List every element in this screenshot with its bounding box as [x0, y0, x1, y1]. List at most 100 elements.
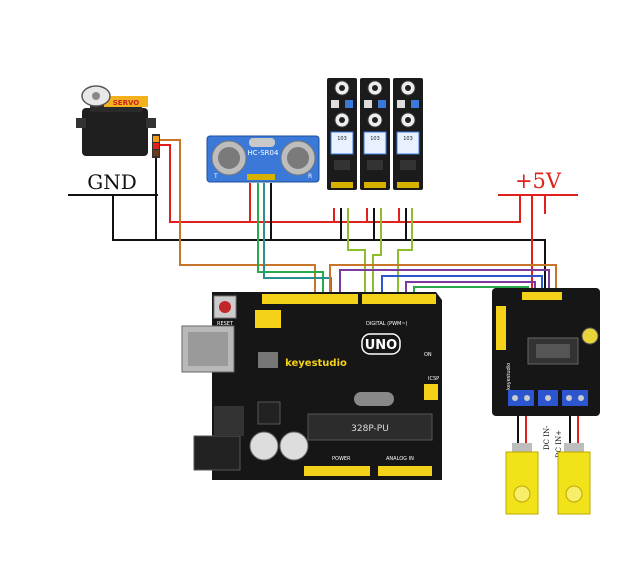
capacitor-2 [279, 431, 309, 461]
motor-right [557, 443, 591, 515]
driver-header-left [496, 306, 506, 350]
driver-wire-4 [405, 281, 536, 292]
vcc-label: +5V [515, 169, 562, 193]
terminal-screw [566, 395, 572, 401]
servo-pin-vcc [153, 143, 159, 149]
motor-terminal [512, 443, 532, 453]
ir-pot [363, 131, 387, 155]
ir-pot-value: 103 [403, 136, 413, 142]
ir-receiver-core [339, 117, 345, 123]
driver-wire-1 [329, 264, 557, 292]
ir-gnd [340, 208, 407, 240]
servo-pin-signal [153, 136, 159, 142]
analog-label: ANALOG IN [386, 456, 414, 462]
ir-chip [400, 160, 416, 170]
terminal-right [562, 390, 588, 406]
servo-body [82, 108, 148, 156]
analog-header [378, 466, 432, 476]
driver-wire-3 [381, 275, 543, 292]
motor-shaft [513, 485, 531, 503]
dc-in-minus-label: DC IN- [543, 425, 551, 450]
us-model: HC-SR04 [248, 149, 279, 157]
brand-label: keyestudio [285, 358, 347, 369]
capacitor-1 [249, 431, 279, 461]
power-label: POWER [332, 456, 351, 462]
ir-vcc [333, 208, 400, 222]
uno-pcb [212, 292, 442, 480]
us-pins [247, 174, 275, 180]
servo-signal-wire [156, 139, 316, 292]
ir-led [331, 100, 339, 108]
ir-emitter-core [372, 85, 378, 91]
wires [112, 139, 579, 445]
ultrasonic-sensor: HC-SR04 T R [206, 135, 320, 183]
ir-emitter-core [339, 85, 345, 91]
motor-driver: keyestudio [492, 288, 600, 416]
dc-in-plus-label: DC IN+ [555, 430, 563, 458]
aux-header [255, 310, 281, 328]
line-sensor-2: 103 [360, 78, 390, 190]
terminal-screw [545, 395, 551, 401]
terminal-screw [512, 395, 518, 401]
ir-header [331, 182, 353, 188]
on-label: ON [424, 352, 432, 358]
us-receiver-mesh [287, 147, 309, 169]
trig-wire [257, 183, 324, 292]
servo: SERVO [76, 85, 160, 158]
ir-emitter-core [405, 85, 411, 91]
motor-body [557, 451, 591, 515]
us-r-label: R [308, 173, 312, 180]
ir-led-2 [411, 100, 419, 108]
ir-chip [367, 160, 383, 170]
ir-receiver-core [405, 117, 411, 123]
digital-header-left [262, 294, 358, 304]
power-header [304, 466, 370, 476]
usb-port-inner [188, 332, 228, 366]
mcu-label: 328P-PU [351, 424, 389, 434]
motor-body [505, 451, 539, 515]
crystal-oval [354, 392, 394, 406]
ir-pot-value: 103 [337, 136, 347, 142]
ir-header [364, 182, 386, 188]
ir-pot [330, 131, 354, 155]
driver-capacitor [581, 327, 599, 345]
uno-board: RESET DIGITAL (PWM~) keyestudio UNO ON I… [181, 292, 442, 480]
ir-receiver-core [372, 117, 378, 123]
gnd-label: GND [87, 170, 137, 194]
ir-led [364, 100, 372, 108]
uno-label: UNO [365, 338, 398, 353]
crystal [258, 352, 278, 368]
motor-left [505, 443, 539, 515]
terminal-screw [578, 395, 584, 401]
vcc-wire [158, 144, 521, 223]
uno-badge [361, 333, 401, 355]
terminal-screw [524, 395, 530, 401]
servo-pin-gnd [153, 150, 159, 156]
servo-horn-hub [92, 92, 100, 100]
echo-wire [263, 183, 332, 292]
us-t-label: T [213, 173, 218, 180]
small-chip [257, 401, 281, 425]
line-sensor-1: 103 [327, 78, 357, 190]
icsp-header [424, 384, 438, 400]
us-transmitter-mesh [218, 147, 240, 169]
digital-header-right [362, 294, 436, 304]
icsp-label: ICSP [428, 376, 439, 382]
line-sensor-3: 103 [393, 78, 423, 190]
ir-chip [334, 160, 350, 170]
dc-jack [193, 435, 241, 471]
motor-shaft [565, 485, 583, 503]
ir-signal-1 [347, 208, 366, 292]
digital-label: DIGITAL (PWM~) [366, 321, 408, 327]
servo-tab-left [76, 118, 86, 128]
motor-terminal [564, 443, 584, 453]
driver-wire-2 [339, 269, 550, 292]
ir-pot [396, 131, 420, 155]
ir-led-2 [345, 100, 353, 108]
ir-pot-value: 103 [370, 136, 380, 142]
ir-led [397, 100, 405, 108]
driver-brand: keyestudio [506, 363, 512, 390]
us-crystal [249, 138, 275, 147]
voltage-regulator [214, 406, 244, 436]
